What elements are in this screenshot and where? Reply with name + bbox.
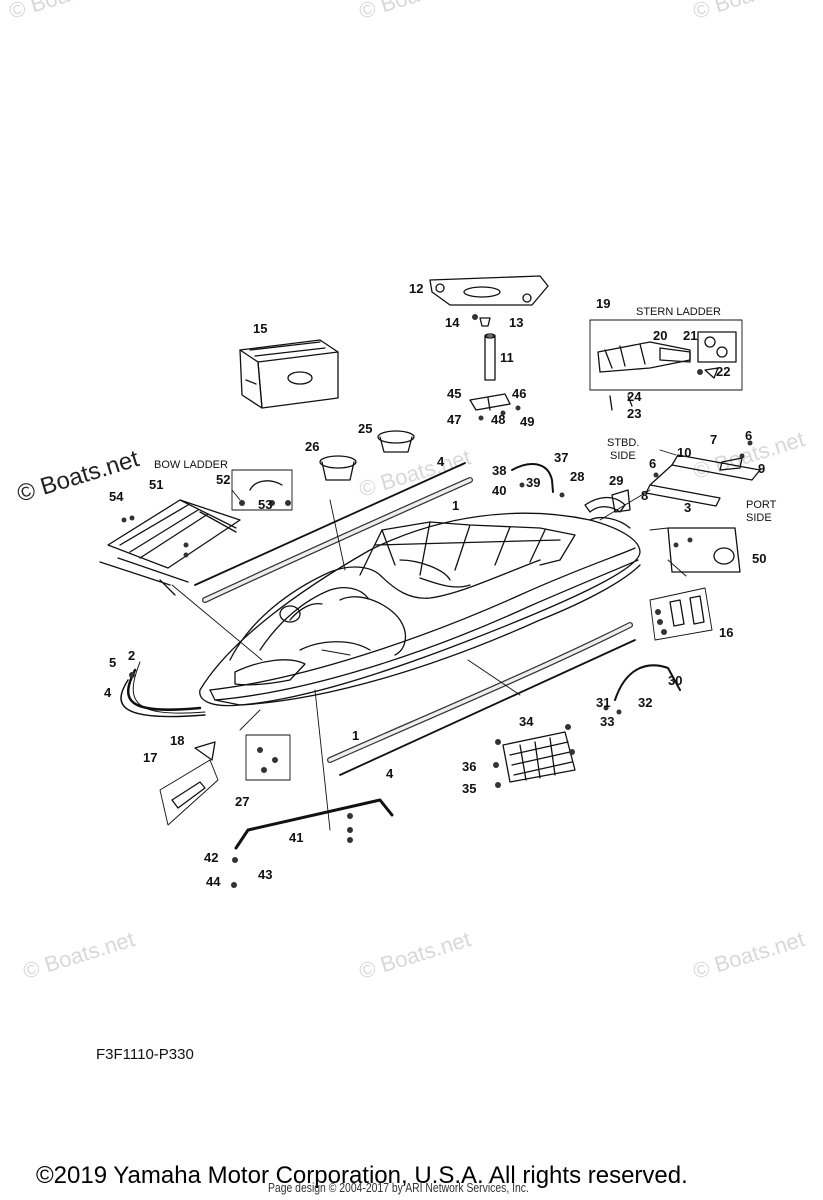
callout-5: 5 <box>109 655 116 670</box>
boat-hull <box>199 512 641 707</box>
callout-26: 26 <box>305 439 319 454</box>
callout-53: 53 <box>258 497 272 512</box>
note-stbd: STBD. <box>607 437 639 449</box>
callout-17: 17 <box>143 750 157 765</box>
callout-24: 24 <box>627 389 642 404</box>
copyright-notice: ©2019 Yamaha Motor Corporation, U.S.A. A… <box>36 1162 688 1189</box>
callout-30: 30 <box>668 673 682 688</box>
callout-19: 19 <box>596 296 610 311</box>
fastener-box <box>245 734 291 781</box>
cleat-set <box>649 587 713 641</box>
callout-49: 49 <box>520 414 534 429</box>
table <box>429 275 549 306</box>
table-base <box>469 393 511 411</box>
table-post <box>484 335 496 381</box>
callout-32: 32 <box>638 695 652 710</box>
callout-29: 29 <box>609 473 623 488</box>
callout-2: 2 <box>128 648 135 663</box>
bow-trim <box>120 661 206 718</box>
callout-16: 16 <box>719 625 733 640</box>
callout-28: 28 <box>570 469 584 484</box>
callout-8: 8 <box>641 488 648 503</box>
callout-25: 25 <box>358 421 372 436</box>
callout-3: 3 <box>684 500 691 515</box>
callout-15: 15 <box>253 321 267 336</box>
callout-23: 23 <box>627 406 641 421</box>
callout-37: 37 <box>554 450 568 465</box>
callout-34: 34 <box>519 714 534 729</box>
callout-11: 11 <box>500 350 514 365</box>
callout-18: 18 <box>170 733 184 748</box>
callout-40: 40 <box>492 483 506 498</box>
callout-52: 52 <box>216 472 230 487</box>
rub-rail-upper <box>194 462 473 603</box>
drain-plug-plate <box>667 527 741 573</box>
callout-14: 14 <box>445 315 460 330</box>
callout-4: 4 <box>386 766 394 781</box>
callout-20: 20 <box>653 328 667 343</box>
callout-43: 43 <box>258 867 272 882</box>
cooler <box>239 339 339 409</box>
note-stbd-side: SIDE <box>610 450 636 462</box>
callout-6: 6 <box>649 456 656 471</box>
callout-35: 35 <box>462 781 476 796</box>
rail-41 <box>234 798 394 850</box>
callout-13: 13 <box>509 315 523 330</box>
callout-41: 41 <box>289 830 303 845</box>
note-stern-ladder: STERN LADDER <box>636 306 721 318</box>
callout-7: 7 <box>710 432 717 447</box>
callout-21: 21 <box>683 328 697 343</box>
callout-44: 44 <box>206 874 221 889</box>
callout-1: 1 <box>352 728 359 743</box>
callout-9: 9 <box>758 461 765 476</box>
rub-rail-lower <box>327 622 636 776</box>
bow-cleat <box>159 741 219 826</box>
callout-36: 36 <box>462 759 476 774</box>
callout-50: 50 <box>752 551 766 566</box>
callout-46: 46 <box>512 386 526 401</box>
callout-6: 6 <box>745 428 752 443</box>
bracket-29 <box>611 489 631 513</box>
callout-4: 4 <box>437 454 445 469</box>
callout-54: 54 <box>109 489 124 504</box>
callout-33: 33 <box>600 714 614 729</box>
callout-48: 48 <box>491 412 505 427</box>
callout-47: 47 <box>447 412 461 427</box>
storage-net <box>502 731 576 783</box>
note-port-side: SIDE <box>746 512 772 524</box>
callout-51: 51 <box>149 477 163 492</box>
bow-ladder <box>99 469 293 596</box>
callout-1: 1 <box>452 498 459 513</box>
callout-42: 42 <box>204 850 218 865</box>
callout-31: 31 <box>596 695 610 710</box>
callout-12: 12 <box>409 281 423 296</box>
callout-27: 27 <box>235 794 249 809</box>
stern-ladder-box <box>589 319 743 411</box>
callout-4: 4 <box>104 685 112 700</box>
callout-38: 38 <box>492 463 506 478</box>
note-port: PORT <box>746 499 777 511</box>
page-design-credit: Page design © 2004-2017 by ARI Network S… <box>268 1180 529 1195</box>
rail-handle-37 <box>511 463 554 493</box>
callout-22: 22 <box>716 364 730 379</box>
table-fastener <box>479 317 491 327</box>
cup-holders <box>319 430 415 481</box>
fasteners <box>121 314 753 888</box>
callout-39: 39 <box>526 475 540 490</box>
callout-10: 10 <box>677 445 691 460</box>
grab-handle <box>614 664 681 701</box>
stern-brackets <box>645 454 761 507</box>
handle-28 <box>584 496 626 513</box>
note-bow-ladder: BOW LADDER <box>154 459 228 471</box>
callout-45: 45 <box>447 386 461 401</box>
callout-labels: 1 1 2 3 4 4 4 5 6 6 7 8 9 10 11 12 13 14… <box>104 281 766 889</box>
diagram-code: F3F1110-P330 <box>96 1046 194 1063</box>
